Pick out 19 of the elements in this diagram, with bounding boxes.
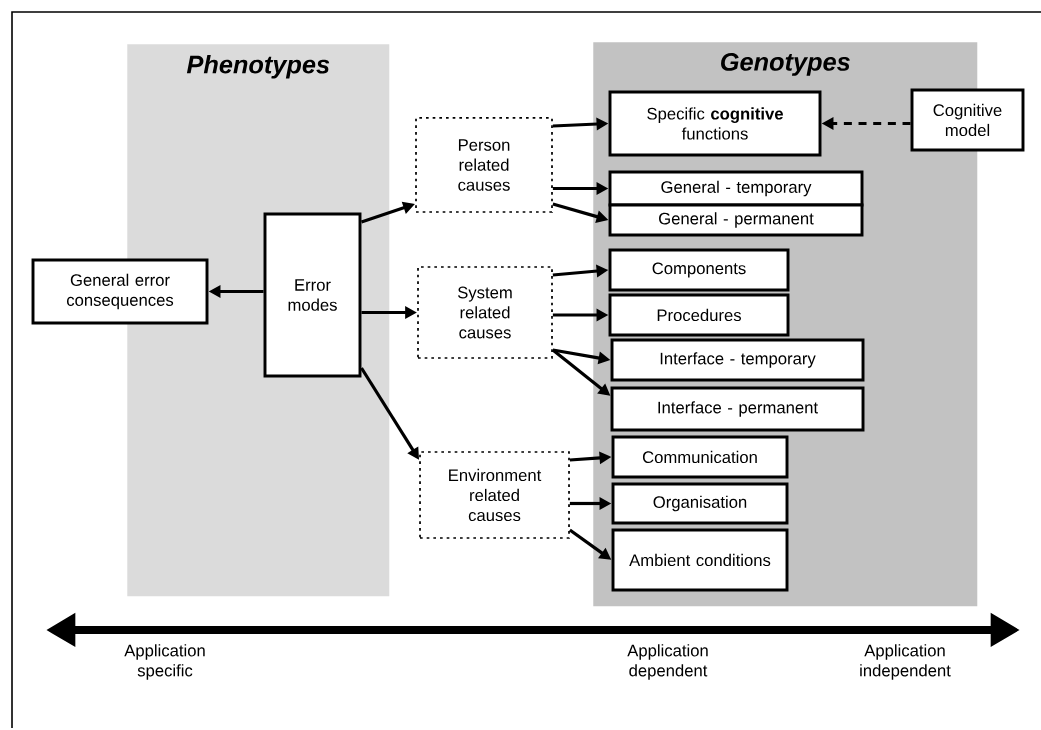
process-box: Organisation bbox=[611, 482, 789, 525]
cause-box: System related causes bbox=[417, 266, 553, 359]
process-box: Interface - temporary bbox=[610, 338, 865, 382]
process-box: Error modes bbox=[263, 212, 362, 378]
process-box: General - temporary bbox=[608, 170, 864, 207]
cause-box: Person related causes bbox=[415, 117, 553, 213]
process-box: Cognitive model bbox=[910, 88, 1025, 152]
process-box: General error consequences bbox=[31, 258, 209, 325]
process-box: Procedures bbox=[608, 293, 790, 337]
scale-label: Application independent bbox=[860, 644, 951, 680]
process-box: Communication bbox=[611, 435, 789, 479]
process-box: Ambient conditions bbox=[611, 528, 789, 592]
cause-box: Environment related causes bbox=[419, 451, 570, 539]
process-box: Interface - permanent bbox=[610, 386, 865, 432]
process-box: Components bbox=[608, 248, 790, 292]
scale-label: Application dependent bbox=[627, 644, 708, 680]
process-box: General - permanent bbox=[608, 203, 864, 237]
process-box: Specific cognitive functions bbox=[608, 90, 822, 157]
scale-label: Application specific bbox=[124, 644, 205, 680]
